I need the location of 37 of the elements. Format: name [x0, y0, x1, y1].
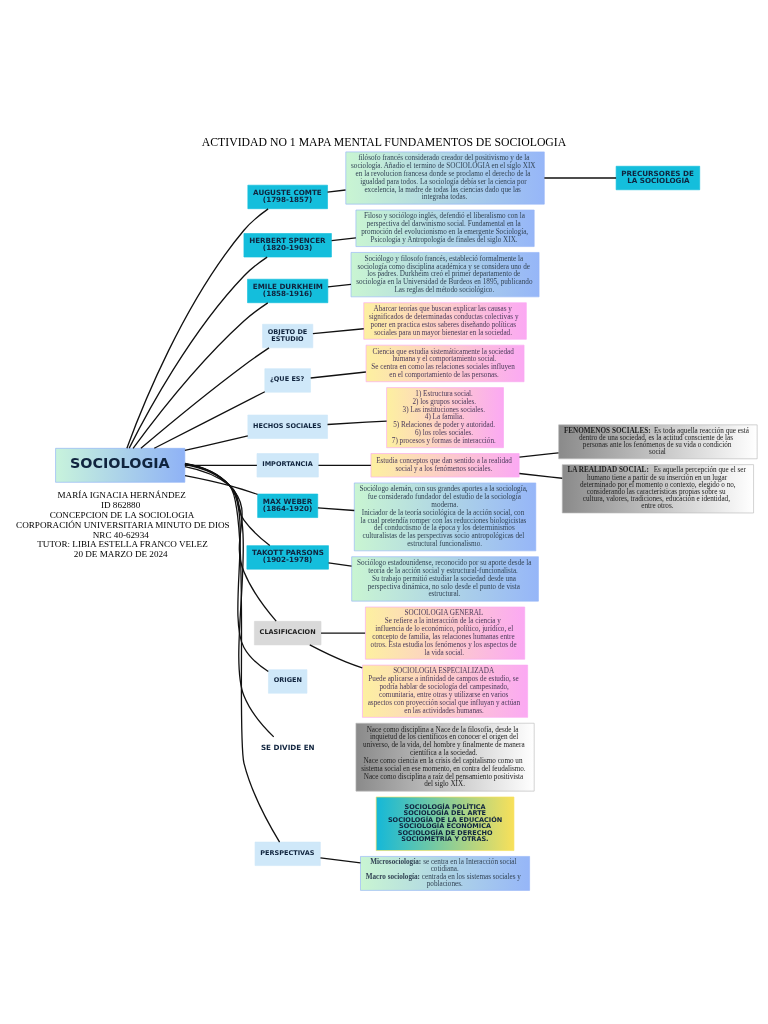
- connector: [518, 452, 560, 458]
- connector: [126, 208, 269, 449]
- label: 20 DE MARZO DE 2024: [73, 549, 168, 560]
- label: TUTOR: LIBIA ESTELLA FRANCO VELEZ: [37, 539, 208, 550]
- diagram-title: ACTIVIDAD NO 1 MAPA MENTAL FUNDAMENTOS DE SOCIOLOGIA: [201, 135, 567, 149]
- connector: [310, 371, 367, 379]
- label: CORPORACIÓN UNIVERSITARIA MINUTO DE DIOS: [16, 519, 230, 530]
- connector: [184, 463, 269, 673]
- connector: [184, 435, 249, 452]
- node-box: SOCIOLOGIA: [55, 448, 186, 483]
- connector: [309, 644, 363, 669]
- connector: [128, 256, 268, 449]
- connector: [327, 283, 352, 288]
- connector: [320, 632, 366, 634]
- connector: [518, 472, 563, 479]
- connector: [184, 464, 258, 466]
- label: CONCEPCION DE LA SOCIOLOGIA: [49, 510, 195, 521]
- connector: [140, 347, 270, 449]
- connector: [184, 462, 281, 843]
- connector: [153, 391, 266, 449]
- connector: [184, 474, 259, 496]
- connector: [184, 463, 277, 622]
- connector: [317, 464, 372, 466]
- label: NRC 40-62934: [92, 529, 149, 540]
- connector: [330, 237, 357, 242]
- connector: [184, 466, 271, 547]
- connector: [312, 328, 365, 335]
- connector: [326, 420, 388, 426]
- connector: [327, 562, 353, 567]
- connector: [184, 463, 275, 738]
- connector: [317, 507, 355, 512]
- connector: [326, 189, 347, 193]
- connector: [319, 857, 362, 864]
- connector: [543, 177, 617, 179]
- label: ID 862880: [100, 500, 141, 511]
- label: MARÍA IGNACIA HERNÁNDEZ: [57, 490, 186, 501]
- connector: [132, 302, 269, 449]
